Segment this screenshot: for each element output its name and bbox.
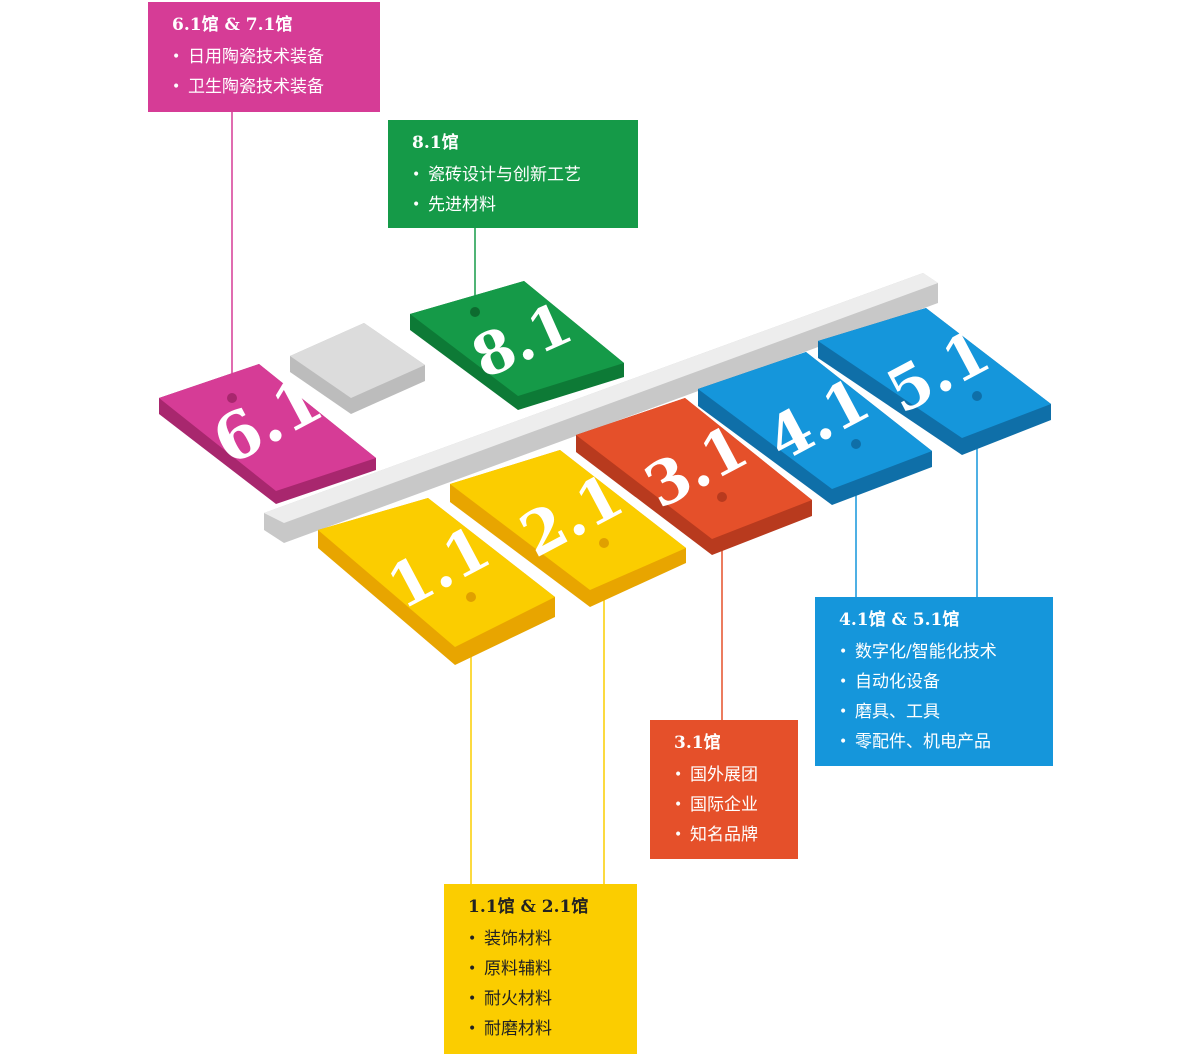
hall-block-4-1[interactable]: 4.1 [698, 352, 932, 505]
info-item: 耐磨材料 [468, 1014, 627, 1044]
info-item: 原料辅料 [468, 954, 627, 984]
hall-marker-8-1 [470, 307, 480, 317]
hall-block-8-1[interactable]: 8.1 [410, 281, 624, 410]
info-item: 数字化/智能化技术 [839, 637, 1039, 667]
info-item: 日用陶瓷技术装备 [172, 42, 366, 72]
info-title-hall-1-2: 1.1馆 & 2.1馆 [468, 897, 589, 917]
info-item: 零配件、机电产品 [839, 727, 1039, 757]
hall-marker-4-1 [851, 439, 861, 449]
info-item: 卫生陶瓷技术装备 [172, 72, 366, 102]
info-item: 知名品牌 [674, 820, 788, 850]
info-box-hall-8: 8.1馆 瓷砖设计与创新工艺 先进材料 [388, 120, 638, 228]
info-box-hall-6-7: 6.1馆 & 7.1馆 日用陶瓷技术装备 卫生陶瓷技术装备 [148, 2, 380, 112]
info-title-hall-3: 3.1馆 [674, 733, 721, 753]
hall-block-5-1[interactable]: 5.1 [818, 308, 1051, 455]
hall-marker-1-1 [466, 592, 476, 602]
info-item: 耐火材料 [468, 984, 627, 1014]
info-box-hall-4-5: 4.1馆 & 5.1馆 数字化/智能化技术 自动化设备 磨具、工具 零配件、机电… [815, 597, 1053, 766]
walkway [264, 273, 938, 543]
info-item: 先进材料 [412, 190, 624, 220]
hall-marker-2-1 [599, 538, 609, 548]
hall-marker-6-1 [227, 393, 237, 403]
hall-block-3-1[interactable]: 3.1 [576, 398, 812, 555]
info-title-hall-6-7: 6.1馆 & 7.1馆 [172, 15, 293, 35]
hall-block-2-1[interactable]: 2.1 [450, 450, 686, 607]
info-item: 国际企业 [674, 790, 788, 820]
hall-marker-5-1 [972, 391, 982, 401]
hall-block-1-1[interactable]: 1.1 [318, 498, 555, 665]
info-title-hall-4-5: 4.1馆 & 5.1馆 [839, 610, 960, 630]
info-item: 国外展团 [674, 760, 788, 790]
hall-block-6-1[interactable]: 6.1 [159, 362, 376, 504]
info-title-hall-8: 8.1馆 [412, 133, 459, 153]
info-item: 自动化设备 [839, 667, 1039, 697]
info-item: 磨具、工具 [839, 697, 1039, 727]
info-box-hall-1-2: 1.1馆 & 2.1馆 装饰材料 原料辅料 耐火材料 耐磨材料 [444, 884, 637, 1054]
info-box-hall-3: 3.1馆 国外展团 国际企业 知名品牌 [650, 720, 798, 859]
info-item: 瓷砖设计与创新工艺 [412, 160, 624, 190]
info-item: 装饰材料 [468, 924, 627, 954]
hall-marker-3-1 [717, 492, 727, 502]
grey-block [290, 323, 425, 414]
